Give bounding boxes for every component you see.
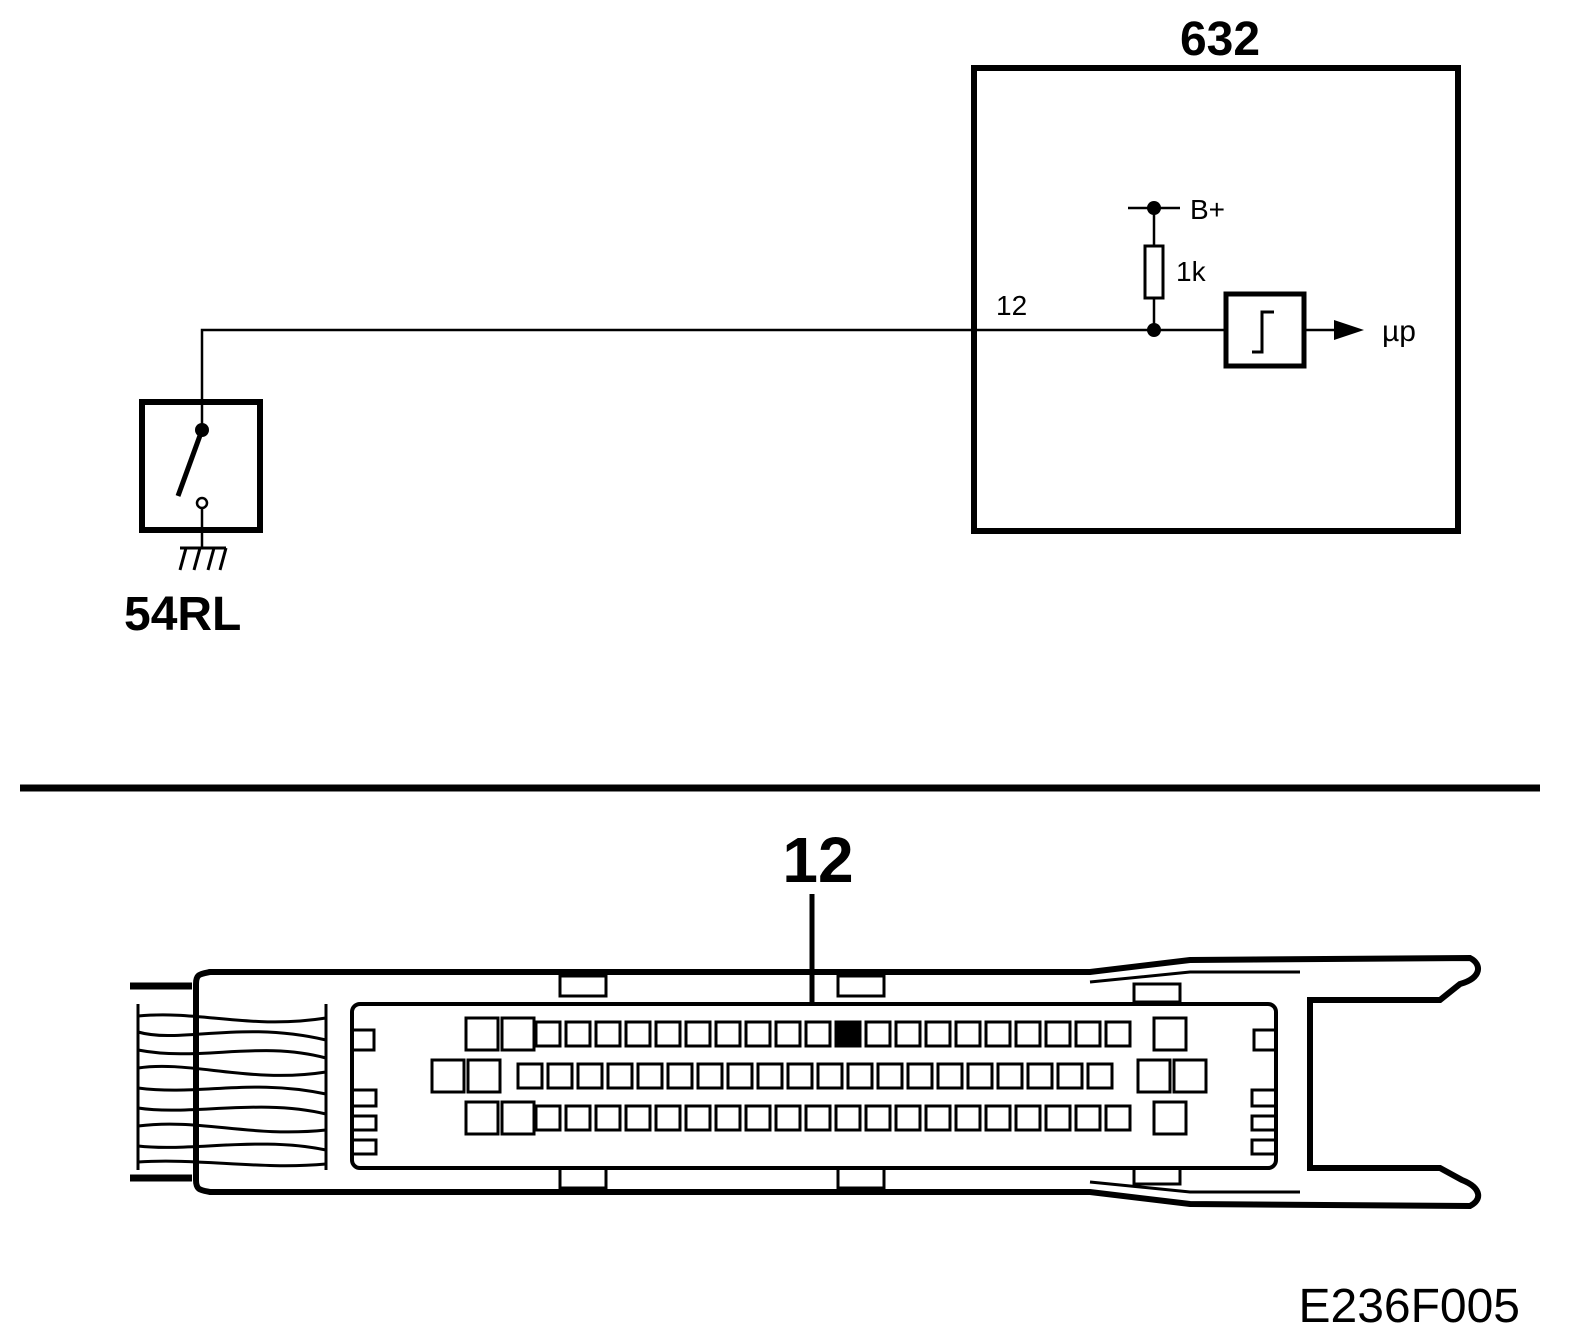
pin-cavity bbox=[834, 1104, 862, 1132]
ground-icon bbox=[178, 546, 228, 571]
output-label: µp bbox=[1382, 315, 1416, 348]
connector-housing bbox=[193, 954, 1482, 1210]
pin-cavity bbox=[744, 1020, 772, 1048]
pin-cavity bbox=[516, 1062, 544, 1090]
pin-cavity bbox=[1104, 1104, 1132, 1132]
signal-wire bbox=[200, 328, 1226, 430]
large-cavity bbox=[1172, 1058, 1208, 1094]
pin-cavity bbox=[1056, 1062, 1084, 1090]
pin-cavity bbox=[534, 1020, 562, 1048]
output-arrow-icon bbox=[1334, 320, 1364, 340]
large-cavity bbox=[1136, 1058, 1172, 1094]
schmitt-trigger-symbol bbox=[1252, 310, 1274, 354]
connector-pin-callout: 12 bbox=[782, 824, 853, 896]
pin-cavity bbox=[894, 1020, 922, 1048]
pin-cavity bbox=[906, 1062, 934, 1090]
pin-cavity bbox=[984, 1104, 1012, 1132]
large-cavity bbox=[500, 1016, 536, 1052]
pin-cavity bbox=[576, 1062, 604, 1090]
housing-tabs bbox=[558, 974, 1182, 1190]
large-cavity bbox=[466, 1058, 502, 1094]
pin-cavity bbox=[726, 1062, 754, 1090]
pin-cavity bbox=[624, 1020, 652, 1048]
pin-cavity bbox=[774, 1020, 802, 1048]
pin-cavity bbox=[636, 1062, 664, 1090]
switch-blade bbox=[175, 429, 205, 497]
pin-cavity bbox=[546, 1062, 574, 1090]
schmitt-trigger-box bbox=[1223, 291, 1307, 369]
pin-cavity bbox=[1044, 1020, 1072, 1048]
pin-cavity bbox=[876, 1062, 904, 1090]
large-cavity bbox=[430, 1058, 466, 1094]
pin-cavity bbox=[684, 1104, 712, 1132]
pin-cavity bbox=[564, 1104, 592, 1132]
pin-cavity bbox=[1086, 1062, 1114, 1090]
pin-cavity bbox=[774, 1104, 802, 1132]
pin-cavity bbox=[696, 1062, 724, 1090]
pin-cavity bbox=[954, 1020, 982, 1048]
figure-code: E236F005 bbox=[1298, 1280, 1520, 1333]
highlighted-pin-cavity bbox=[834, 1020, 862, 1048]
switch-id-label: 54RL bbox=[124, 588, 241, 641]
large-cavity bbox=[1152, 1016, 1188, 1052]
pin-cavity bbox=[594, 1104, 622, 1132]
pin-cavity bbox=[996, 1062, 1024, 1090]
pin-cavity bbox=[924, 1020, 952, 1048]
pin-cavity bbox=[804, 1104, 832, 1132]
large-cavity bbox=[464, 1016, 500, 1052]
pin-cavity bbox=[756, 1062, 784, 1090]
pin-cavity bbox=[1104, 1020, 1132, 1048]
control-module-box bbox=[971, 65, 1461, 534]
junction-node bbox=[1147, 323, 1161, 337]
face-latches-right bbox=[1250, 1028, 1276, 1156]
pin-cavity bbox=[954, 1104, 982, 1132]
pin-cavity bbox=[594, 1020, 622, 1048]
pin-cavity bbox=[606, 1062, 634, 1090]
large-cavity bbox=[464, 1100, 500, 1136]
pin-cavity bbox=[936, 1062, 964, 1090]
large-cavity bbox=[500, 1100, 536, 1136]
pin-cavity bbox=[894, 1104, 922, 1132]
pin-cavity bbox=[564, 1020, 592, 1048]
pin-cavity bbox=[654, 1104, 682, 1132]
pin-cavity bbox=[1074, 1104, 1102, 1132]
pin-cavity bbox=[654, 1020, 682, 1048]
pin-cavity bbox=[534, 1104, 562, 1132]
pin-grid bbox=[430, 1016, 1208, 1136]
pin-cavity bbox=[816, 1062, 844, 1090]
connector-housing-inner bbox=[1089, 970, 1300, 1194]
wire-bundle bbox=[136, 1004, 328, 1170]
pin-cavity bbox=[966, 1062, 994, 1090]
pin-cavity bbox=[924, 1104, 952, 1132]
pin-label-schematic: 12 bbox=[996, 290, 1027, 321]
pin-cavity bbox=[714, 1020, 742, 1048]
pin-cavity bbox=[684, 1020, 712, 1048]
pin-cavity bbox=[864, 1020, 892, 1048]
pin-cavity bbox=[984, 1020, 1012, 1048]
pin-cavity bbox=[1014, 1104, 1042, 1132]
pin-cavity bbox=[846, 1062, 874, 1090]
pin-cavity bbox=[624, 1104, 652, 1132]
pin-cavity bbox=[1074, 1020, 1102, 1048]
pin-cavity bbox=[714, 1104, 742, 1132]
pin-cavity bbox=[786, 1062, 814, 1090]
resistor-label: 1k bbox=[1176, 256, 1207, 287]
pin-cavity bbox=[864, 1104, 892, 1132]
pullup-resistor bbox=[1143, 244, 1165, 300]
switch-contact bbox=[195, 496, 209, 510]
pin-cavity bbox=[666, 1062, 694, 1090]
pin-cavity bbox=[1026, 1062, 1054, 1090]
pin-cavity bbox=[1044, 1104, 1072, 1132]
module-id-label: 632 bbox=[1180, 13, 1260, 66]
pin-cavity bbox=[804, 1020, 832, 1048]
pin-cavity bbox=[1014, 1020, 1042, 1048]
supply-label: B+ bbox=[1190, 194, 1225, 225]
face-latches-left bbox=[352, 1028, 378, 1156]
pin-cavity bbox=[744, 1104, 772, 1132]
large-cavity bbox=[1152, 1100, 1188, 1136]
